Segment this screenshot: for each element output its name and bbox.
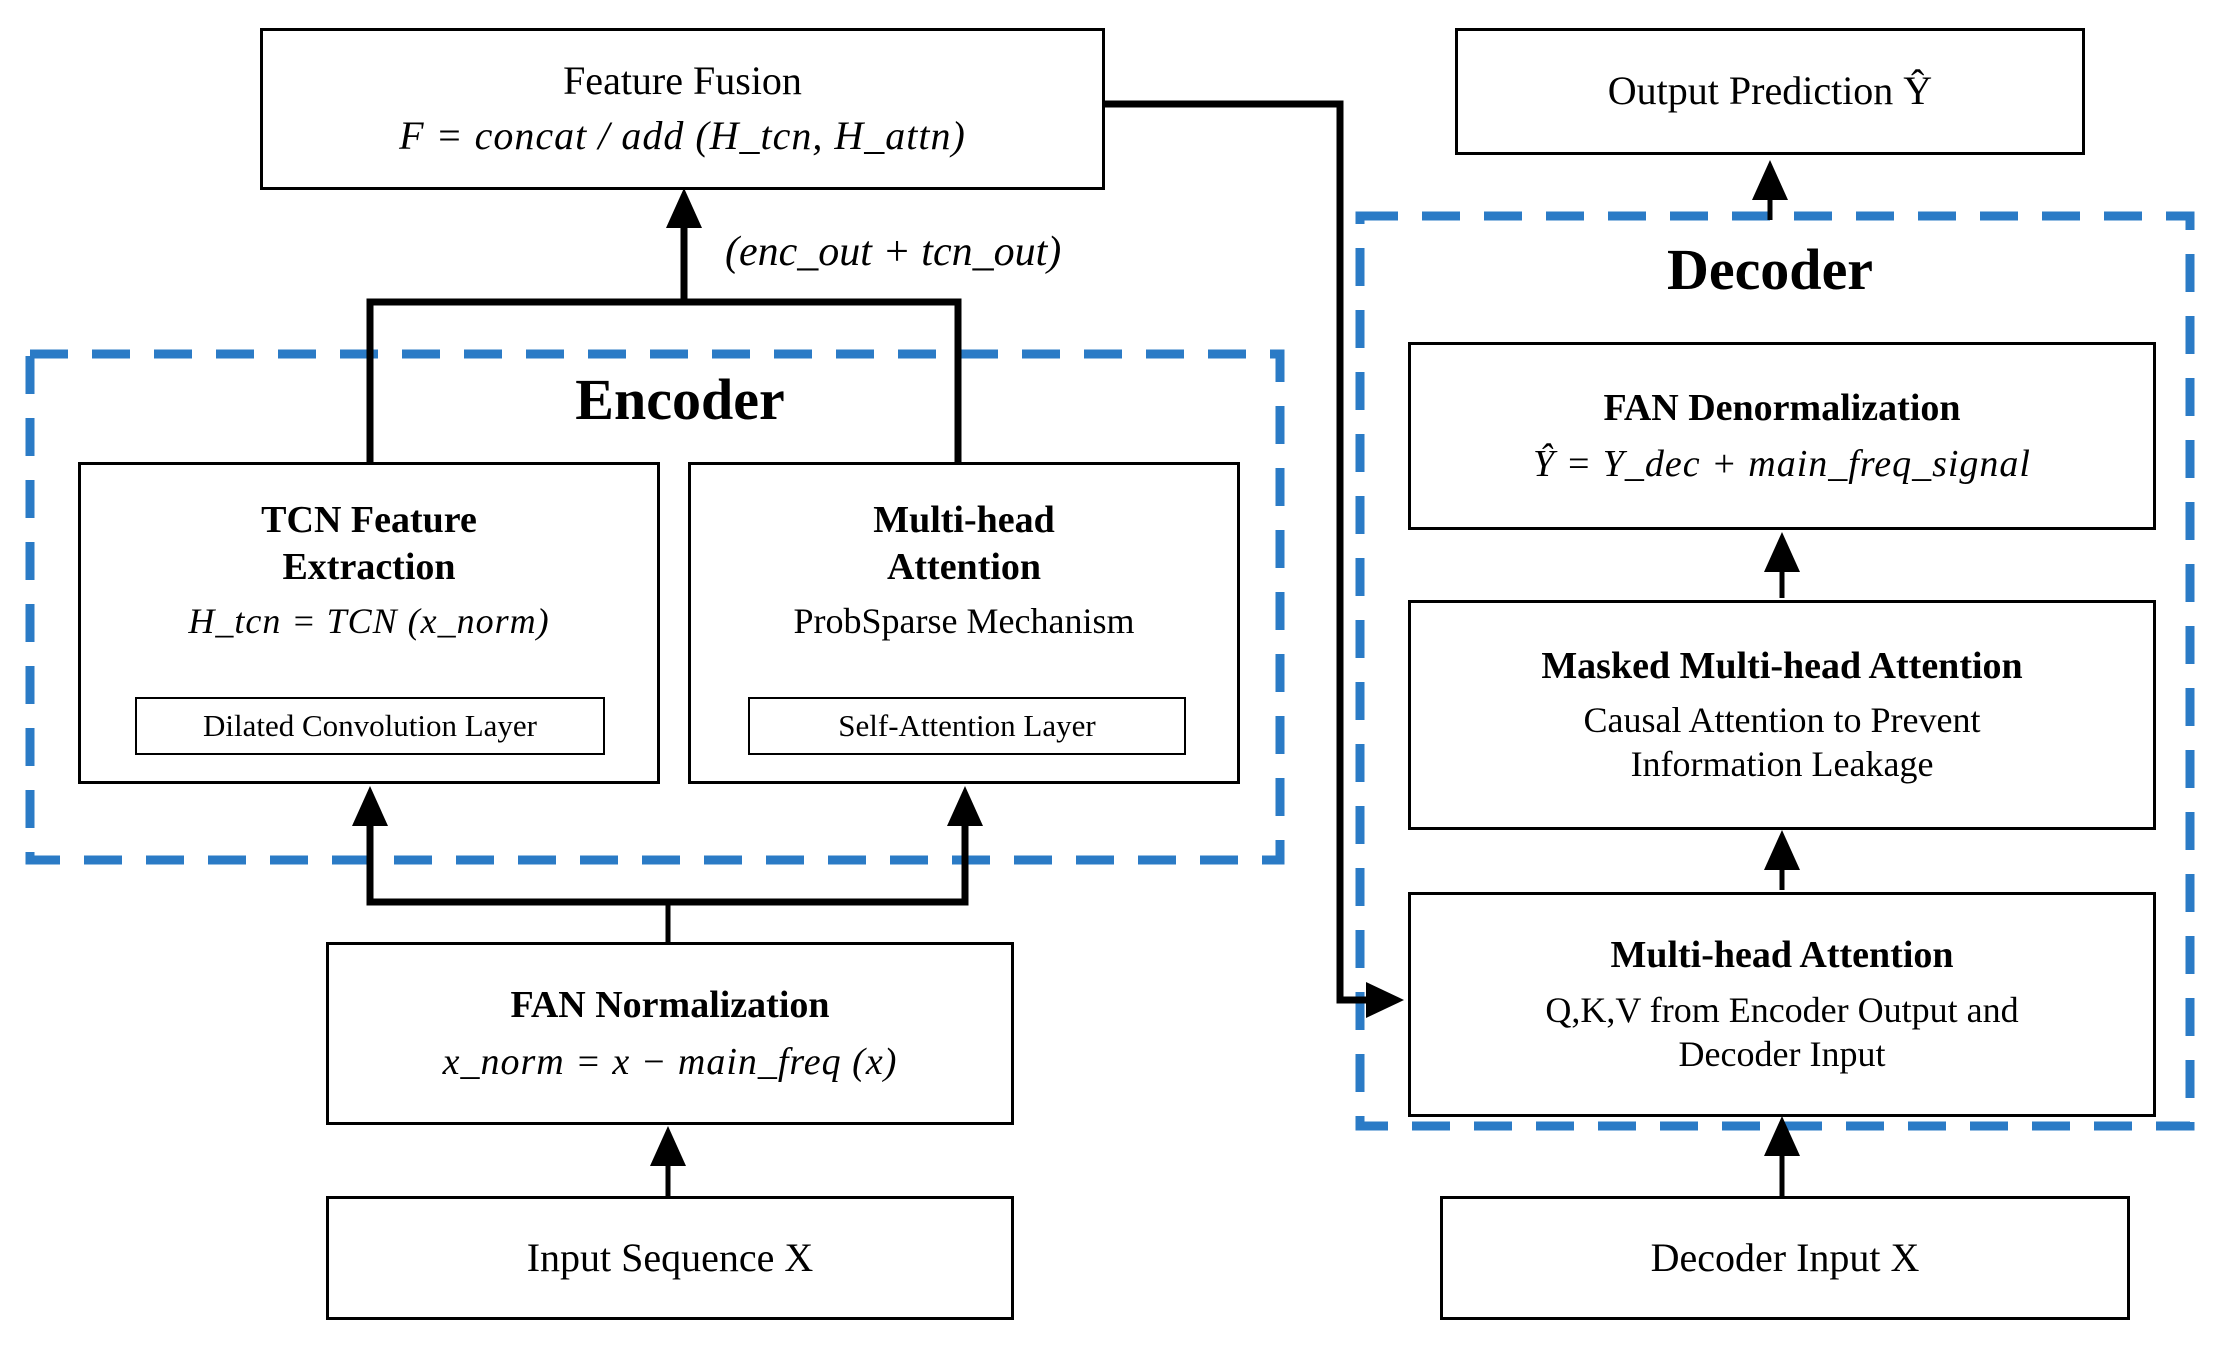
probsparse-label: ProbSparse Mechanism xyxy=(793,600,1135,641)
feature-fusion-title: Feature Fusion xyxy=(563,58,802,104)
fan-denormalization-box: FAN Denormalization Ŷ = Y_dec + main_fre… xyxy=(1408,342,2156,530)
fan-denormalization-title: FAN Denormalization xyxy=(1603,386,1961,429)
encoder-to-decoder-connector xyxy=(1103,100,1404,1018)
decoder-input-box: Decoder Input X xyxy=(1440,1196,2130,1320)
masked-attention-box: Masked Multi-head Attention Causal Atten… xyxy=(1408,600,2156,830)
input-sequence-label: Input Sequence X xyxy=(526,1234,814,1280)
dilated-convolution-layer-box: Dilated Convolution Layer xyxy=(135,697,605,755)
self-attention-layer-box: Self-Attention Layer xyxy=(748,697,1186,755)
decoder-to-output-arrow xyxy=(1752,160,1788,220)
arrow-up-to-attention xyxy=(947,786,983,826)
cross-attention-box: Multi-head Attention Q,K,V from Encoder … xyxy=(1408,892,2156,1117)
masked-attention-title: Masked Multi-head Attention xyxy=(1541,644,2023,687)
decoder-title: Decoder xyxy=(1666,237,1874,302)
normalization-split-connector xyxy=(352,786,983,942)
fan-normalization-title: FAN Normalization xyxy=(510,984,830,1027)
encoder-attention-title-line2: Attention xyxy=(886,545,1042,588)
tcn-title-line1: TCN Feature xyxy=(261,499,477,542)
encoder-attention-title-line1: Multi-head xyxy=(873,499,1055,542)
feature-fusion-formula: F = concat / add (H_tcn, H_attn) xyxy=(399,113,966,158)
fan-normalization-box: FAN Normalization x_norm = x − main_freq… xyxy=(326,942,1014,1125)
self-attention-layer-label: Self-Attention Layer xyxy=(838,708,1096,743)
encoder-dashed-border xyxy=(25,349,1285,865)
encoder-title: Encoder xyxy=(575,367,785,432)
cross-to-masked-arrow xyxy=(1764,830,1800,890)
output-prediction-box: Output Prediction Ŷ xyxy=(1455,28,2085,155)
cross-attention-line2: Decoder Input xyxy=(1678,1033,1886,1074)
fan-denormalization-formula: Ŷ = Y_dec + main_freq_signal xyxy=(1533,443,2031,485)
input-to-normalization-arrow xyxy=(650,1126,686,1196)
tcn-formula: H_tcn = TCN (x_norm) xyxy=(188,600,550,641)
feature-fusion-box: Feature Fusion F = concat / add (H_tcn, … xyxy=(260,28,1105,190)
arrow-up-to-fan-normalization xyxy=(650,1126,686,1166)
masked-attention-line1: Causal Attention to Prevent xyxy=(1583,700,1981,741)
arrow-up-to-masked-attention xyxy=(1764,830,1800,870)
dilated-convolution-layer-label: Dilated Convolution Layer xyxy=(202,708,538,743)
masked-to-denormalization-arrow xyxy=(1764,532,1800,598)
decoder-input-arrow xyxy=(1764,1116,1800,1196)
arrow-up-to-fan-denormalization xyxy=(1764,532,1800,572)
masked-attention-line2: Information Leakage xyxy=(1630,744,1934,785)
arrow-up-to-feature-fusion xyxy=(666,188,702,228)
arrow-right-to-cross-attention xyxy=(1366,982,1404,1018)
input-sequence-box: Input Sequence X xyxy=(326,1196,1014,1320)
tcn-title-line2: Extraction xyxy=(282,545,456,588)
fusion-input-label: (enc_out + tcn_out) xyxy=(725,229,1062,275)
arrow-up-to-cross-attention xyxy=(1764,1116,1800,1156)
decoder-input-label: Decoder Input X xyxy=(1650,1234,1920,1280)
arrow-up-to-output-prediction xyxy=(1752,160,1788,200)
cross-attention-line1: Q,K,V from Encoder Output and xyxy=(1545,989,2019,1030)
output-prediction-label: Output Prediction Ŷ xyxy=(1607,68,1933,114)
arrow-up-to-tcn xyxy=(352,786,388,826)
cross-attention-title: Multi-head Attention xyxy=(1610,934,1954,977)
fusion-junction-connector xyxy=(366,188,962,462)
fan-normalization-formula: x_norm = x − main_freq (x) xyxy=(442,1040,898,1083)
